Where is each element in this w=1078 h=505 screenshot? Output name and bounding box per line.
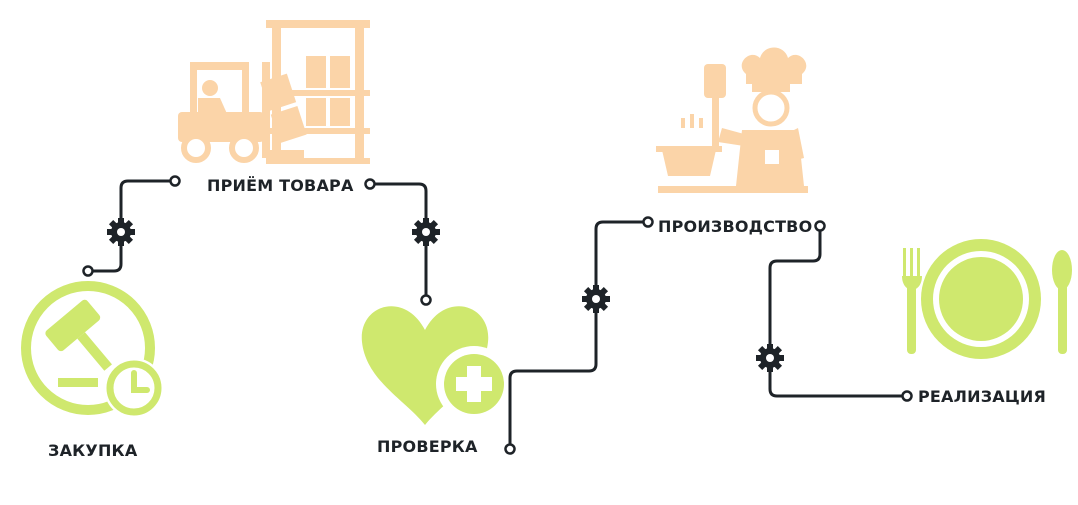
- gear-icon: [756, 344, 784, 372]
- gear-icon: [582, 285, 610, 313]
- auction-gavel-clock-icon: [21, 281, 164, 418]
- endpoint-nodes: [82, 175, 913, 455]
- chef-cooking-icon: [656, 47, 808, 193]
- heart-plus-icon: [361, 306, 512, 425]
- step-label-inspection: ПРОВЕРКА: [377, 437, 478, 456]
- connector-lines: [88, 179, 907, 449]
- gear-icon: [107, 218, 135, 246]
- step-label-sale: РЕАЛИЗАЦИЯ: [918, 387, 1047, 406]
- plate-fork-spoon-icon: [902, 239, 1072, 359]
- step-label-purchase: ЗАКУПКА: [48, 441, 138, 460]
- gear-icon: [412, 218, 440, 246]
- forklift-warehouse-icon: [178, 20, 370, 164]
- step-label-receiving: ПРИЁМ ТОВАРА: [207, 176, 354, 195]
- step-label-production: ПРОИЗВОДСТВО: [658, 217, 813, 236]
